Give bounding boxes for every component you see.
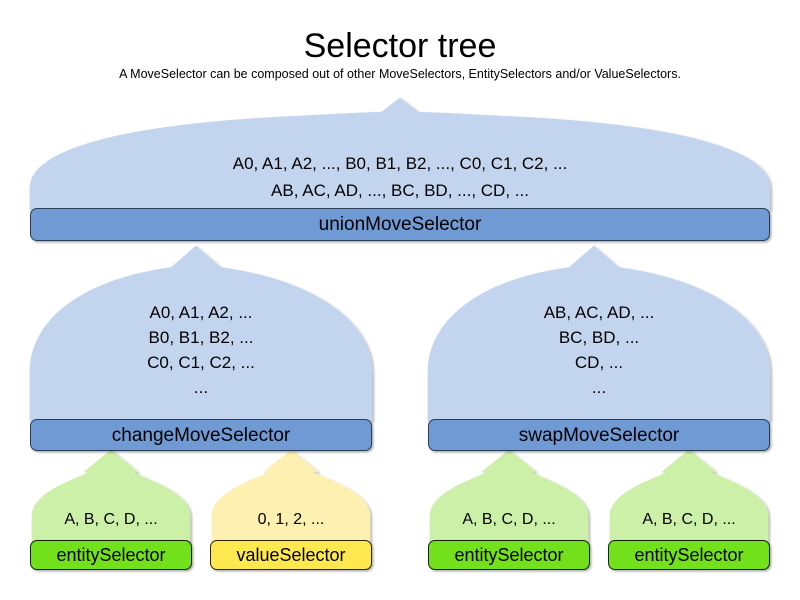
change-dome-shape — [29, 245, 373, 422]
node-entity-selector-3[interactable]: entitySelector — [608, 540, 770, 570]
leaf-dome-shape-4 — [609, 449, 769, 543]
union-output-text: A0, A1, A2, ..., B0, B1, B2, ..., C0, C1… — [232, 154, 568, 200]
leaf-dome-shape-2 — [211, 449, 371, 543]
node-label: swapMoveSelector — [518, 424, 680, 446]
node-label: entitySelector — [634, 544, 744, 565]
leaf-output-text-3: A, B, C, D, ... — [462, 511, 556, 528]
union-dome-shape — [29, 97, 771, 211]
node-label: unionMoveSelector — [318, 214, 482, 235]
page-title: Selector tree — [303, 27, 497, 65]
change-output-text: A0, A1, A2, ... B0, B1, B2, ... C0, C1, … — [147, 303, 255, 397]
swap-dome-shape — [427, 245, 771, 422]
leaf-dome-shape-1 — [31, 449, 191, 543]
node-label: valueSelector — [236, 544, 346, 565]
swap-output-text: AB, AC, AD, ... BC, BD, ... CD, ... ... — [543, 303, 655, 397]
leaf-output-text-1: A, B, C, D, ... — [64, 511, 158, 528]
node-entity-selector-1[interactable]: entitySelector — [30, 540, 192, 570]
leaf-output-text-4: A, B, C, D, ... — [642, 511, 736, 528]
node-label: entitySelector — [56, 544, 166, 565]
node-swap-move-selector[interactable]: swapMoveSelector — [428, 419, 770, 451]
node-entity-selector-2[interactable]: entitySelector — [428, 540, 590, 570]
leaf-dome-shape-3 — [429, 449, 589, 543]
node-change-move-selector[interactable]: changeMoveSelector — [30, 419, 372, 451]
leaf-output-text-2: 0, 1, 2, ... — [257, 511, 325, 528]
node-value-selector-1[interactable]: valueSelector — [210, 540, 372, 570]
node-label: entitySelector — [454, 544, 564, 565]
page-subtitle: A MoveSelector can be composed out of ot… — [119, 67, 681, 81]
node-label: changeMoveSelector — [111, 424, 291, 446]
node-union-move-selector[interactable]: unionMoveSelector — [30, 208, 770, 241]
